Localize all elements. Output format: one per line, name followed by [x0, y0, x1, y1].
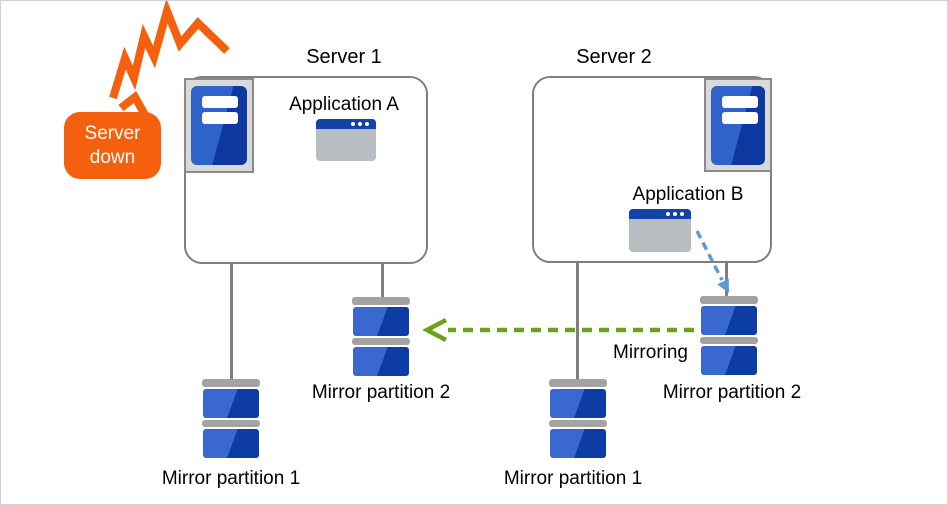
server-down-badge: Server down	[64, 112, 161, 179]
server1-application-label: Application A	[289, 94, 399, 115]
connector-server2-partition2	[725, 262, 728, 297]
connector-server1-partition2	[381, 264, 384, 298]
server1-mirror-partition2-icon	[352, 297, 410, 376]
server2-mirror-partition2-icon	[700, 296, 758, 375]
disk	[353, 347, 409, 376]
mirroring-arrow	[422, 318, 694, 342]
disk-bar	[202, 420, 260, 427]
server1-mirror-partition2-label: Mirror partition 2	[311, 382, 451, 403]
server1-server-icon	[184, 78, 254, 173]
server-down-label: Server down	[84, 122, 141, 168]
server2-server-icon	[704, 78, 772, 172]
connector-server2-partition1	[576, 262, 579, 380]
disk-cap	[202, 379, 260, 387]
server1-mirror-partition1-label: Mirror partition 1	[161, 468, 301, 489]
server2-mirror-partition1-icon	[549, 379, 607, 458]
server-slot-icon	[722, 112, 758, 124]
disk-cap	[352, 297, 410, 305]
server2-title: Server 2	[576, 46, 652, 68]
disk-bar	[352, 338, 410, 345]
mirroring-label: Mirroring	[613, 342, 688, 363]
disk	[203, 389, 259, 418]
explosion-icon	[109, 1, 230, 117]
window-dots-icon	[365, 122, 369, 126]
disk	[701, 306, 757, 335]
disk	[550, 429, 606, 458]
application-a-window-icon	[316, 119, 376, 161]
server-slot-icon	[722, 96, 758, 108]
server2-mirror-partition1-label: Mirror partition 1	[503, 468, 643, 489]
server-slot-icon	[202, 112, 238, 124]
window-titlebar	[316, 119, 376, 129]
disk-cap	[549, 379, 607, 387]
window-titlebar	[629, 209, 691, 219]
server-tower-icon	[191, 86, 247, 165]
disk-cap	[700, 296, 758, 304]
disk	[701, 346, 757, 375]
disk	[550, 389, 606, 418]
server-slot-icon	[202, 96, 238, 108]
server2-mirror-partition2-label: Mirror partition 2	[662, 382, 802, 403]
disk-bar	[549, 420, 607, 427]
server-tower-icon	[711, 86, 765, 165]
server1-mirror-partition1-icon	[202, 379, 260, 458]
server2-application-label: Application B	[632, 184, 744, 205]
disk	[353, 307, 409, 336]
app-write-arrow	[695, 230, 729, 293]
disk-bar	[700, 337, 758, 344]
application-b-window-icon	[629, 209, 691, 252]
connector-server1-partition1	[230, 264, 233, 380]
window-dots-icon	[680, 212, 684, 216]
server1-title: Server 1	[306, 46, 382, 68]
disk	[203, 429, 259, 458]
